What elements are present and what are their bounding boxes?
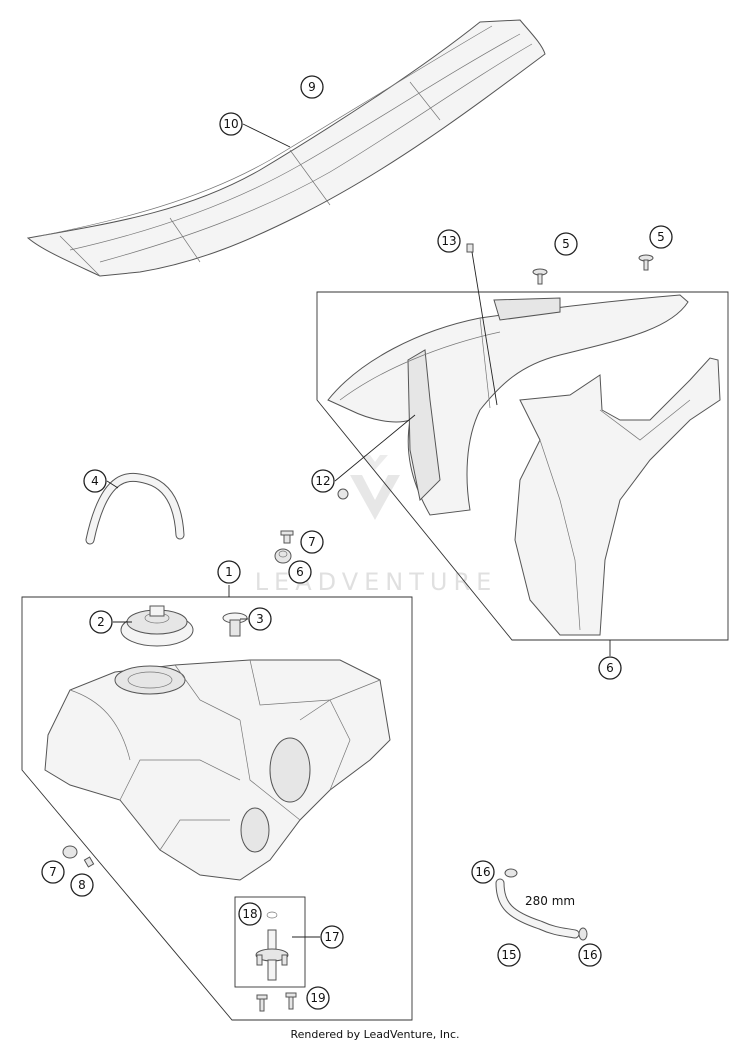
callout-13: 13 [437, 229, 461, 253]
bushing-lower-part [62, 845, 78, 859]
callout-3: 3 [248, 607, 272, 631]
callout-6: 6 [288, 560, 312, 584]
callout-5: 5 [649, 225, 673, 249]
spoiler-screw-part [638, 254, 654, 271]
spoiler-nut-part [337, 488, 349, 500]
callout-16: 16 [471, 860, 495, 884]
callout-4: 4 [83, 469, 107, 493]
svg-text:1: 1 [225, 565, 233, 579]
footer-credit: Rendered by LeadVenture, Inc. [290, 1028, 460, 1041]
callout-10: 6 [598, 656, 622, 680]
screw-lower-part [83, 856, 95, 868]
spoiler-bolt-part [466, 243, 474, 253]
tap-screw-part [256, 992, 297, 1012]
leader-line [471, 251, 498, 406]
screw-part [280, 530, 294, 544]
spoiler-frame [316, 291, 729, 641]
callout-16: 16 [578, 943, 602, 967]
breather-hose-part [495, 878, 580, 939]
seat-part [26, 19, 546, 277]
callout-7: 8 [70, 873, 94, 897]
callout-15: 15 [497, 943, 521, 967]
vent-valve-part [222, 612, 248, 637]
callout-2: 2 [89, 610, 113, 634]
hose-length-note: 280 mm [525, 894, 575, 908]
svg-text:17: 17 [324, 930, 339, 944]
bushing-part [274, 548, 292, 564]
svg-text:13: 13 [441, 234, 456, 248]
svg-text:8: 8 [78, 878, 86, 892]
svg-text:2: 2 [97, 615, 105, 629]
svg-text:15: 15 [501, 948, 516, 962]
svg-text:7: 7 [308, 535, 316, 549]
svg-text:18: 18 [242, 907, 257, 921]
callout-9: 10 [219, 112, 243, 136]
tank-assembly-frame [21, 596, 413, 1021]
callout-18: 18 [238, 902, 262, 926]
svg-text:3: 3 [256, 612, 264, 626]
fuel-cap-part [120, 605, 194, 647]
fuel-tap-box [234, 896, 306, 988]
svg-text:5: 5 [562, 237, 570, 251]
callout-5: 5 [554, 232, 578, 256]
leader-line [334, 414, 416, 482]
leader-line [242, 123, 291, 148]
spoiler-screw-part [532, 268, 548, 285]
svg-text:16: 16 [582, 948, 597, 962]
hose-clamp-part [504, 868, 518, 878]
callout-12: 12 [311, 469, 335, 493]
svg-text:19: 19 [310, 991, 325, 1005]
svg-text:6: 6 [606, 661, 614, 675]
leader-line [106, 480, 119, 489]
svg-text:4: 4 [91, 474, 99, 488]
fuel-tank-part [44, 659, 391, 881]
tank-spoiler-left-part [327, 294, 689, 516]
svg-text:16: 16 [475, 865, 490, 879]
svg-text:7: 7 [49, 865, 57, 879]
svg-text:9: 9 [308, 80, 316, 94]
callout-7: 7 [300, 530, 324, 554]
callout-1: 1 [217, 560, 241, 584]
callout-8: 9 [300, 75, 324, 99]
tank-spoiler-right-part [514, 357, 721, 636]
svg-text:5: 5 [657, 230, 665, 244]
callout-19: 19 [306, 986, 330, 1010]
callout-17: 17 [320, 925, 344, 949]
svg-text:10: 10 [223, 117, 238, 131]
svg-text:12: 12 [315, 474, 330, 488]
callout-6: 7 [41, 860, 65, 884]
fuel-tap-part [255, 911, 289, 981]
fuel-hose-part [85, 472, 185, 545]
hose-clamp-part [578, 927, 588, 941]
svg-text:6: 6 [296, 565, 304, 579]
